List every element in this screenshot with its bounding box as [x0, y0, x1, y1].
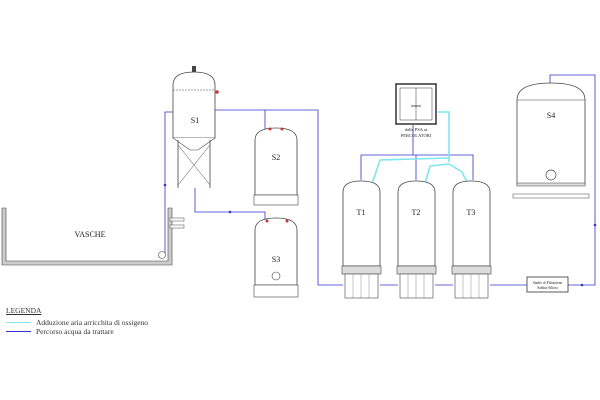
- tank-t2-label: T2: [412, 208, 421, 217]
- legend-item-air: Adduzione aria arricchita di ossigeno: [6, 318, 148, 327]
- tank-t1: T1: [341, 180, 382, 299]
- air-pipes: [371, 111, 469, 185]
- legend-label-air: Adduzione aria arricchita di ossigeno: [36, 318, 149, 327]
- basin-vasche: VASCHE: [1, 207, 185, 266]
- legend-label-water: Percorso acqua da trattare: [36, 327, 114, 336]
- legend: LEGENDA Adduzione aria arricchita di oss…: [6, 306, 148, 336]
- psa-label-line2: PERCOLATORI: [401, 133, 432, 138]
- legend-swatch-water: [6, 331, 31, 332]
- legend-item-water: Percorso acqua da trattare: [6, 327, 148, 336]
- basin-label: VASCHE: [75, 230, 106, 239]
- filter-label-line2: Sabbia Silicea: [537, 286, 558, 290]
- tank-s3-label: S3: [272, 255, 280, 264]
- psa-unit: dalla PSA ai PERCOLATORI: [395, 83, 437, 138]
- tank-s3: S3: [253, 217, 299, 298]
- tank-t3-label: T3: [467, 208, 476, 217]
- tank-s1: S1: [172, 66, 219, 188]
- filter-stage-box: Stadio di Filtrazione Sabbia Silicea: [526, 276, 569, 293]
- tank-t3: T3: [451, 180, 492, 299]
- legend-title: LEGENDA: [6, 306, 42, 315]
- filter-label-line1: Stadio di Filtrazione: [533, 281, 563, 285]
- tank-s4: S4: [512, 82, 590, 199]
- tank-t1-label: T1: [357, 208, 366, 217]
- tank-s1-label: S1: [191, 116, 199, 125]
- psa-label-line1: dalla PSA ai: [405, 127, 428, 132]
- legend-swatch-air: [6, 322, 31, 323]
- tank-s2-label: S2: [272, 153, 280, 162]
- tank-s2: S2: [253, 127, 299, 206]
- tank-s4-label: S4: [547, 111, 555, 120]
- tank-t2: T2: [396, 180, 437, 299]
